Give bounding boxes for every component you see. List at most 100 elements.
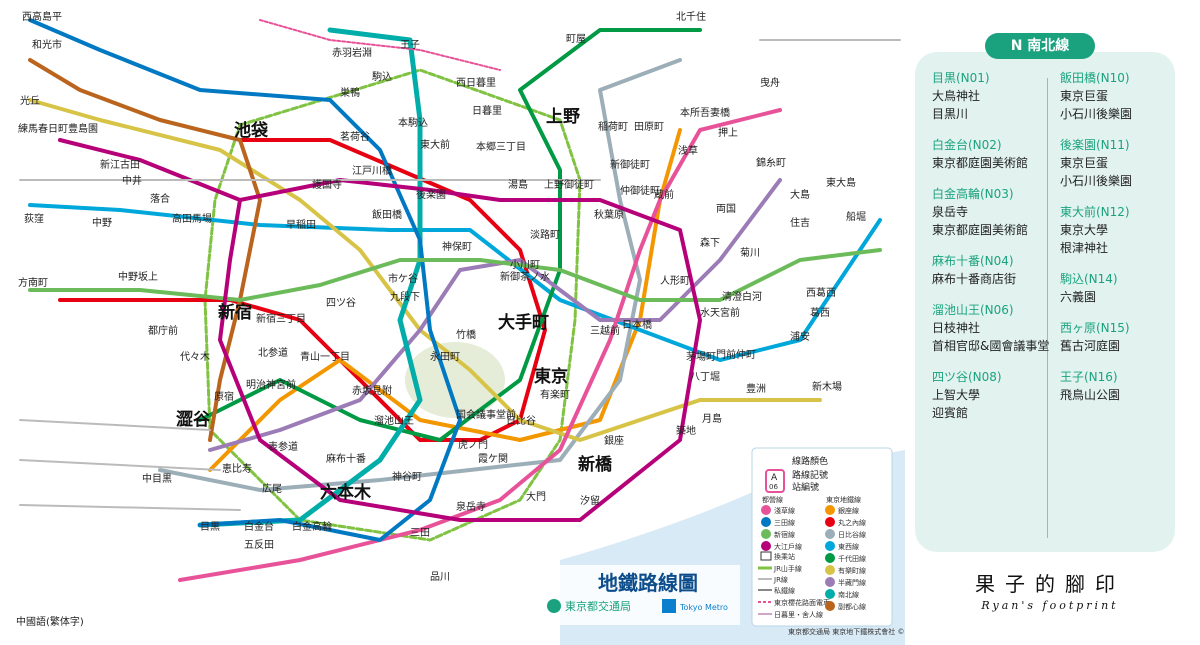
shinjuku-line-route (28, 248, 882, 302)
station-label: 押上 (718, 126, 738, 139)
entry-sight: 麻布十番商店街 (932, 272, 1017, 286)
hub-shinjuku: 新宿 (218, 302, 252, 323)
station-label: 三越前 (590, 324, 620, 337)
station-label: 荻窪 (24, 212, 44, 225)
imperial-palace-area (405, 342, 505, 418)
station-label: 小川町 (510, 259, 540, 271)
namboku-line-route (197, 27, 423, 528)
entry-station: 飯田橋(N10) (1060, 71, 1130, 85)
station-label: 葛西 (810, 306, 830, 319)
station-label: 茗荷谷 (340, 131, 370, 143)
legend-line-hibiya: 日比谷線 (838, 530, 866, 539)
station-label: 湯島 (508, 178, 528, 191)
station-label: 水天宮前 (700, 306, 740, 319)
legend-metro-lines: 銀座線 丸之內線 日比谷線 東西線 千代田線 有樂町線 半藏門線 南北線 副都心… (825, 505, 866, 611)
legend-line-chiyoda: 千代田線 (838, 554, 866, 563)
panel-title: N 南北線 (985, 33, 1095, 59)
station-label: 三田 (410, 528, 430, 539)
station-label: 本駒込 (398, 116, 428, 129)
station-label: 本郷三丁目 (476, 140, 526, 153)
station-label: 中目黒 (142, 472, 172, 485)
station-label: 泉岳寺 (456, 500, 486, 513)
station-label: 品川 (430, 571, 450, 583)
station-label: 国会議事堂前 (456, 408, 516, 421)
entry-sight: 舊古河庭園 (1060, 339, 1121, 353)
station-label: 淡路町 (530, 228, 560, 241)
panel-entry: 麻布十番(N04) 麻布十番商店街 (932, 253, 1050, 288)
brand-english: Ryan's footprint (981, 599, 1119, 612)
station-label: 仲御徒町 (620, 184, 660, 197)
map-legend: 線路顏色 A 06 路線記號 站編號 都營線 東京地鐵線 淺草線 三田線 新宿線… (751, 447, 893, 627)
entry-sight: 東京巨蛋 (1060, 89, 1109, 103)
entry-sight: 六義園 (1060, 290, 1097, 304)
station-label: 菊川 (740, 247, 760, 259)
entry-sight: 上智大學 (932, 388, 981, 402)
chiyoda-line-route (198, 28, 702, 442)
toei-name: 東京都交通局 (565, 599, 631, 613)
legend-private: 私鐵線 (774, 586, 795, 595)
station-label: 明治神宮前 (246, 378, 296, 391)
legend-sample-marker (765, 469, 785, 493)
metro-logo-icon (662, 599, 676, 613)
hub-ikebukuro: 池袋 (234, 120, 269, 141)
legend-transfer-marker (760, 551, 772, 561)
station-label: 両国 (716, 203, 736, 215)
station-label: 新木場 (812, 380, 842, 393)
panel-entry: 溜池山王(N06) 日枝神社 首相官邸&國會議事堂 (932, 302, 1050, 355)
station-label: 上野御徒町 (544, 178, 594, 191)
entry-station: 後楽園(N11) (1060, 138, 1130, 152)
station-labels: 西高島平 和光市 光丘 練馬春日町 豊島園 新江古田 中井 落合 高田馬場 早稲… (18, 10, 866, 583)
subway-map: 池袋 新宿 澀谷 上野 東京 新橋 六本木 大手町 西高島平 和光市 光丘 練馬… (16, 10, 905, 645)
legend-line-namboku: 南北線 (838, 590, 859, 599)
entry-sight: 東京巨蛋 (1060, 156, 1109, 170)
panel-entry: 後楽園(N11) 東京巨蛋 小石川後樂園 (1060, 137, 1178, 190)
legend-line-hanzomon: 半藏門線 (838, 578, 866, 587)
entry-sight: 東京都庭園美術館 (932, 156, 1029, 170)
panel-entry: 王子(N16) 飛鳥山公園 (1060, 369, 1178, 404)
station-label: 飯田橋 (372, 208, 402, 221)
entry-sight: 根津神社 (1060, 241, 1109, 255)
station-label: 月島 (702, 412, 722, 425)
legend-line-mita: 三田線 (774, 518, 795, 527)
station-label: 白金台 (244, 520, 274, 533)
station-label: 門前仲町 (716, 348, 756, 361)
entry-sight: 日枝神社 (932, 321, 981, 335)
panel-right-column: 飯田橋(N10) 東京巨蛋 小石川後樂園 後楽園(N11) 東京巨蛋 小石川後樂… (1060, 70, 1178, 418)
panel-entry: 四ツ谷(N08) 上智大學 迎賓館 (932, 369, 1050, 422)
station-label: 東大島 (826, 176, 856, 189)
station-label: 霞ケ関 (478, 453, 508, 465)
station-label: 中野坂上 (118, 270, 158, 283)
metro-name: Tokyo Metro (679, 603, 728, 612)
entry-station: 王子(N16) (1060, 370, 1118, 384)
station-label: 北千住 (676, 10, 706, 23)
entry-sight: 首相官邸&國會議事堂 (932, 339, 1050, 353)
panel-entry: 飯田橋(N10) 東京巨蛋 小石川後樂園 (1060, 70, 1178, 123)
legend-line-fukutoshin: 副都心線 (838, 602, 866, 611)
entry-station: 東大前(N12) (1060, 205, 1130, 219)
entry-station: 溜池山王(N06) (932, 303, 1014, 317)
station-label: 早稲田 (286, 219, 316, 231)
station-label: 都庁前 (148, 324, 178, 337)
hub-shimbashi: 新橋 (578, 454, 613, 475)
marunouchi-line-route (58, 138, 547, 442)
station-label: 赤坂見附 (352, 384, 392, 397)
station-label: 有楽町 (540, 388, 570, 401)
panel-entry: 西ヶ原(N15) 舊古河庭園 (1060, 320, 1178, 355)
asakusa-line-route (178, 108, 782, 582)
entry-station: 麻布十番(N04) (932, 254, 1014, 268)
station-label: 築地 (676, 424, 696, 437)
private-line-toyoko (19, 459, 221, 471)
station-label: 駒込 (372, 71, 392, 83)
station-label: 大島 (790, 188, 810, 201)
station-label: 神保町 (442, 240, 472, 253)
station-label: 田原町 (634, 121, 664, 133)
station-label: 新御茶ノ水 (500, 270, 550, 283)
station-label: 溜池山王 (374, 414, 414, 427)
station-label: 銀座 (604, 434, 624, 447)
map-title: 地鐵路線圖 (598, 571, 698, 595)
toden-arakawa-route (259, 19, 501, 71)
hub-shibuya: 澀谷 (176, 410, 211, 430)
station-label: 豊洲 (746, 382, 766, 395)
station-label: 恵比寿 (222, 462, 252, 475)
hub-tokyo: 東京 (534, 366, 568, 387)
